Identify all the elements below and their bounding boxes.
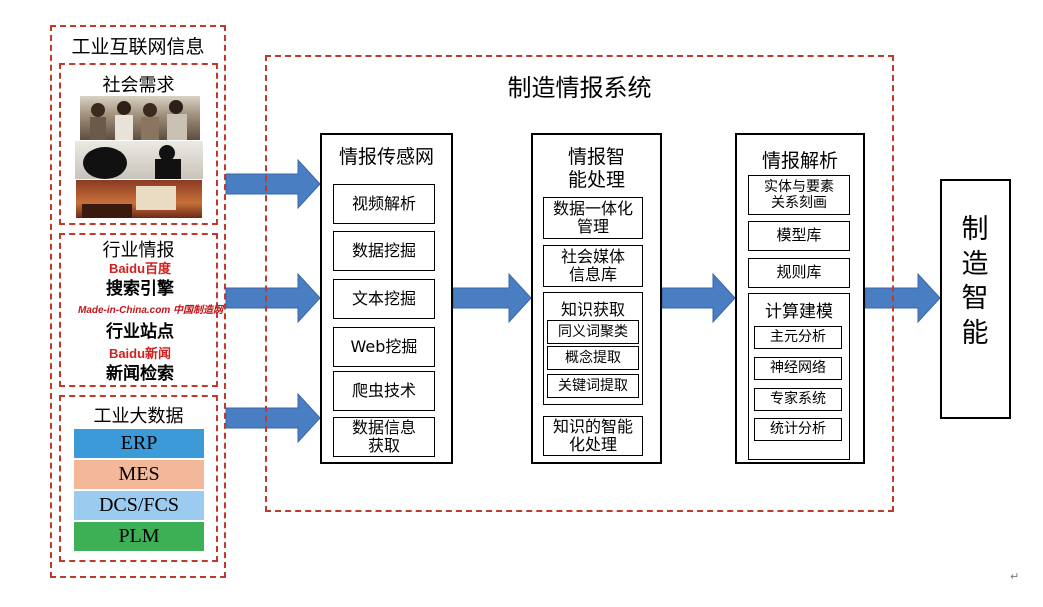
- processing-title: 情报智能处理: [567, 146, 625, 191]
- knowledge-processing-box: 知识的智能化处理: [543, 416, 643, 456]
- computational-modeling-title: 计算建模: [765, 302, 833, 322]
- pca-box: 主元分析: [754, 326, 842, 349]
- social-needs-frame: [59, 63, 218, 225]
- industry-intel-title: 行业情报: [102, 240, 175, 261]
- video-analysis-box: 视频解析: [333, 184, 435, 224]
- baidu-news-logo: Baidu新闻 新闻检索: [78, 343, 202, 384]
- text-mining-box: 文本挖掘: [333, 279, 435, 319]
- manufacturing-intelligence-box: [940, 179, 1011, 419]
- sensing-network-title: 情报传感网: [338, 146, 434, 168]
- office-photo: [76, 180, 202, 218]
- arrow-bigdata-to-sensing: [225, 392, 321, 444]
- industrial-internet-title: 工业互联网信息: [71, 36, 205, 58]
- search-engine-caption: 搜索引擎: [106, 279, 174, 299]
- news-search-caption: 新闻检索: [106, 364, 174, 384]
- arrow-social-to-sensing: [225, 158, 321, 210]
- mes-band: MES: [73, 459, 205, 490]
- knowledge-acquisition-title: 知识获取: [560, 300, 625, 319]
- synonym-cluster-box: 同义词聚类: [547, 320, 639, 344]
- plm-band: PLM: [73, 521, 205, 552]
- arrow-processing-to-analysis: [661, 272, 736, 324]
- industry-intel-frame: [59, 233, 218, 387]
- entity-relation-box: 实体与要素关系刻画: [748, 175, 850, 215]
- erp-band: ERP: [73, 428, 205, 459]
- crowd-photo: [80, 96, 200, 140]
- manufacturing-intelligence-label: 制造智能: [961, 214, 989, 349]
- keyword-extraction-box: 关键词提取: [547, 374, 639, 398]
- data-acquisition-box: 数据信息获取: [333, 417, 435, 457]
- arrow-analysis-to-output: [864, 272, 941, 324]
- big-data-stack: ERP MES DCS/FCS PLM: [73, 428, 205, 552]
- concept-extraction-box: 概念提取: [547, 346, 639, 370]
- return-mark: ↵: [1010, 570, 1020, 583]
- social-media-db-box: 社会媒体信息库: [543, 245, 643, 287]
- web-mining-box: Web挖掘: [333, 327, 435, 367]
- baidu-search-logo: Baidu百度 搜索引擎: [78, 258, 202, 299]
- made-in-china-logo: Made-in-China.com 中国制造网 行业站点: [78, 301, 223, 342]
- model-library-box: 模型库: [748, 221, 850, 251]
- intel-system-frame: [265, 55, 894, 512]
- analysis-title: 情报解析: [761, 150, 838, 172]
- statistical-analysis-box: 统计分析: [754, 418, 842, 441]
- industry-site-caption: 行业站点: [106, 322, 174, 342]
- silhouette-photo: [75, 141, 203, 179]
- data-integration-box: 数据一体化管理: [543, 197, 643, 239]
- neural-network-box: 神经网络: [754, 357, 842, 380]
- expert-system-box: 专家系统: [754, 388, 842, 411]
- social-needs-title: 社会需求: [102, 75, 175, 96]
- big-data-frame: [59, 395, 218, 562]
- dcs-fcs-band: DCS/FCS: [73, 490, 205, 521]
- rule-library-box: 规则库: [748, 258, 850, 288]
- intel-system-title: 制造情报系统: [507, 74, 652, 102]
- arrow-industry-to-sensing: [225, 272, 321, 324]
- industrial-internet-frame: [50, 25, 226, 578]
- data-mining-box: 数据挖掘: [333, 231, 435, 271]
- arrow-sensing-to-processing: [452, 272, 532, 324]
- crawler-box: 爬虫技术: [333, 371, 435, 411]
- big-data-title: 工业大数据: [93, 406, 184, 427]
